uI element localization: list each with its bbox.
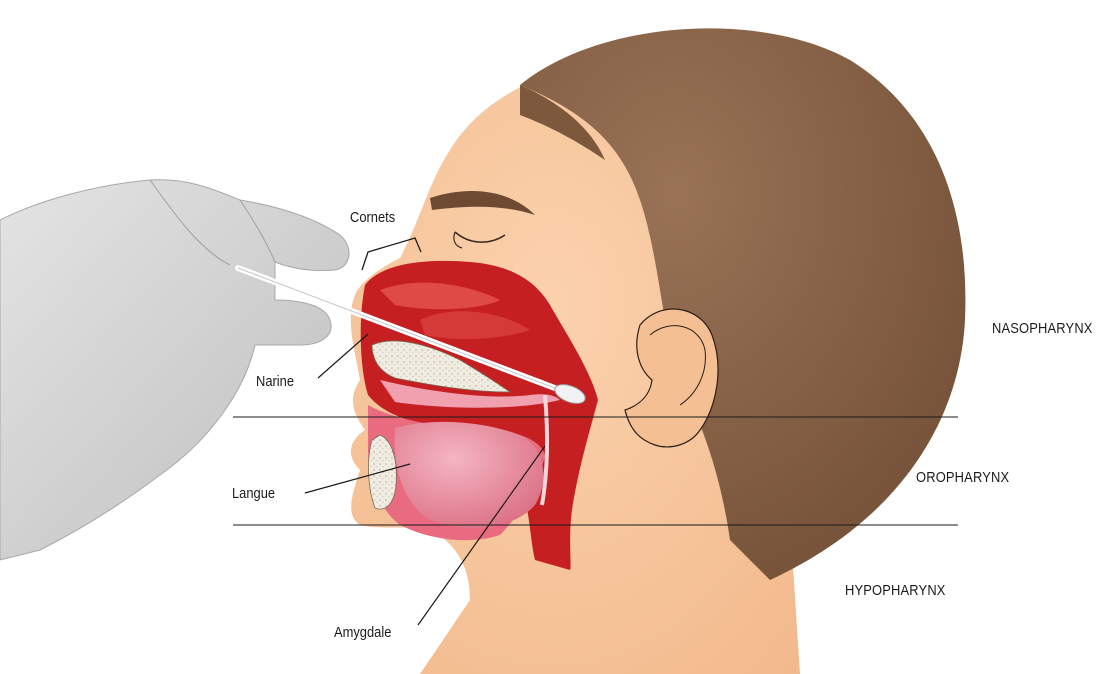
cornets-label: Cornets xyxy=(350,209,395,226)
oropharynx-label: OROPHARYNX xyxy=(916,469,1009,486)
amygdale-label: Amygdale xyxy=(334,624,391,641)
hypopharynx-label: HYPOPHARYNX xyxy=(845,582,946,599)
langue-label: Langue xyxy=(232,485,275,502)
narine-label: Narine xyxy=(256,373,294,390)
nasopharynx-label: NASOPHARYNX xyxy=(992,320,1093,337)
gloved-hand-shape xyxy=(0,180,349,560)
